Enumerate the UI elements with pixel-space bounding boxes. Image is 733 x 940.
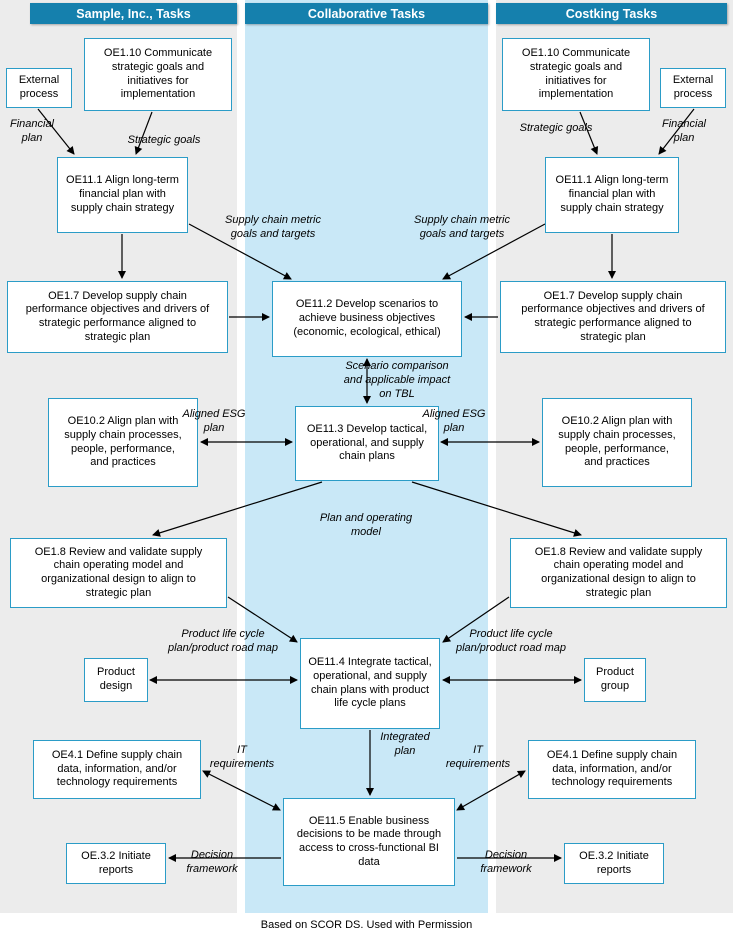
label-integrated-plan: Integrated plan: [380, 731, 430, 757]
lane-header-sample-inc: Sample, Inc., Tasks: [30, 3, 237, 24]
label-aligned-esg-right: Aligned ESG plan: [422, 408, 486, 434]
label-it-requirements-right: IT requirements: [445, 744, 511, 770]
node-oe1-10-left: OE1.10 Communicate strategic goals and i…: [84, 38, 232, 111]
label-strategic-goals-left: Strategic goals: [127, 134, 201, 146]
label-product-life-cycle-left: Product life cycle plan/product road map: [167, 628, 279, 654]
node-oe11-5: OE11.5 Enable business decisions to be m…: [283, 798, 455, 886]
node-oe11-4: OE11.4 Integrate tactical, operational, …: [300, 638, 440, 729]
node-oe10-2-right: OE10.2 Align plan with supply chain proc…: [542, 398, 692, 487]
label-scenario-comparison: Scenario comparison and applicable impac…: [343, 360, 451, 400]
attribution-note: Based on SCOR DS. Used with Permission: [260, 919, 473, 931]
label-financial-plan-right: Financial plan: [661, 118, 707, 144]
node-oe11-1-right: OE11.1 Align long-term financial plan wi…: [545, 157, 679, 233]
label-metric-goals-right: Supply chain metric goals and targets: [414, 214, 510, 240]
node-oe10-2-left: OE10.2 Align plan with supply chain proc…: [48, 398, 198, 487]
node-product-group: Product group: [584, 658, 646, 702]
label-plan-operating-model: Plan and operating model: [319, 512, 413, 538]
node-oe1-7-right: OE1.7 Develop supply chain performance o…: [500, 281, 726, 353]
label-aligned-esg-left: Aligned ESG plan: [182, 408, 246, 434]
node-oe1-7-left: OE1.7 Develop supply chain performance o…: [7, 281, 228, 353]
label-decision-framework-left: Decision framework: [186, 849, 238, 875]
lane-header-collaborative: Collaborative Tasks: [245, 3, 488, 24]
node-oe3-2-right: OE.3.2 Initiate reports: [564, 843, 664, 884]
node-oe1-10-right: OE1.10 Communicate strategic goals and i…: [502, 38, 650, 111]
node-oe1-8-left: OE1.8 Review and validate supply chain o…: [10, 538, 227, 608]
node-oe11-3: OE11.3 Develop tactical, operational, an…: [295, 406, 439, 481]
label-strategic-goals-right: Strategic goals: [519, 122, 593, 134]
node-oe1-8-right: OE1.8 Review and validate supply chain o…: [510, 538, 727, 608]
node-oe4-1-right: OE4.1 Define supply chain data, informat…: [528, 740, 696, 799]
label-product-life-cycle-right: Product life cycle plan/product road map: [455, 628, 567, 654]
node-oe11-2: OE11.2 Develop scenarios to achieve busi…: [272, 281, 462, 357]
lane-header-costking: Costking Tasks: [496, 3, 727, 24]
node-external-process-right: External process: [660, 68, 726, 108]
label-financial-plan-left: Financial plan: [9, 118, 55, 144]
node-product-design: Product design: [84, 658, 148, 702]
node-oe11-1-left: OE11.1 Align long-term financial plan wi…: [57, 157, 188, 233]
node-oe3-2-left: OE.3.2 Initiate reports: [66, 843, 166, 884]
label-it-requirements-left: IT requirements: [209, 744, 275, 770]
label-metric-goals-left: Supply chain metric goals and targets: [225, 214, 321, 240]
node-oe4-1-left: OE4.1 Define supply chain data, informat…: [33, 740, 201, 799]
label-decision-framework-right: Decision framework: [480, 849, 532, 875]
node-external-process-left: External process: [6, 68, 72, 108]
